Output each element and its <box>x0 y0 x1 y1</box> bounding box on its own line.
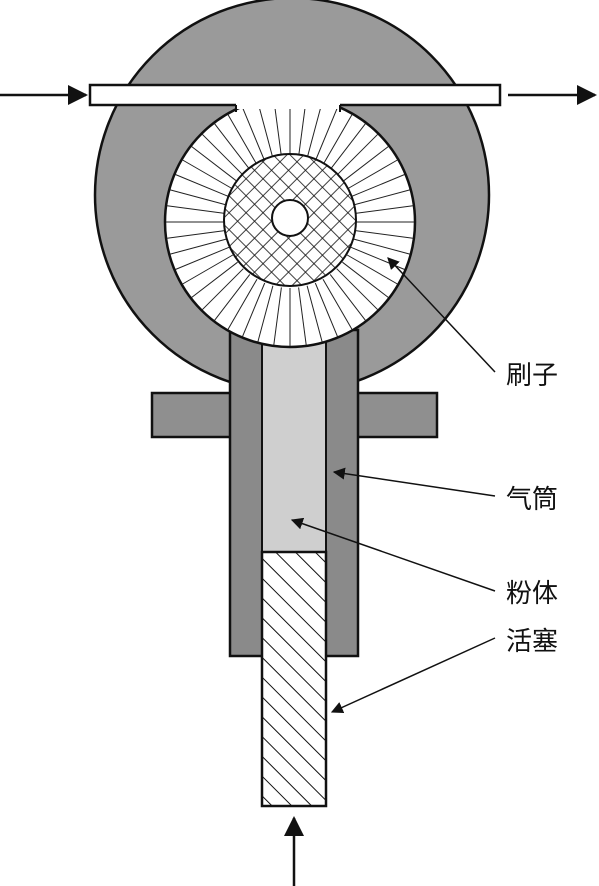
bristle <box>201 133 244 176</box>
label-cylinder: 气筒 <box>506 485 558 515</box>
brush-bristles <box>166 98 414 346</box>
bristle <box>329 123 366 170</box>
leader-piston <box>330 637 496 713</box>
bristle <box>355 205 413 214</box>
powder-column <box>261 329 327 553</box>
bristle <box>322 114 353 166</box>
label-piston: 活塞 <box>506 627 558 657</box>
label-powder: 粉体 <box>506 579 558 609</box>
bristle <box>329 274 366 321</box>
bristle <box>342 146 389 183</box>
bristle <box>242 107 266 162</box>
bristle <box>227 114 258 166</box>
bristle <box>322 278 353 330</box>
bristle <box>182 254 234 285</box>
bristle <box>342 261 389 298</box>
bristle <box>170 189 227 206</box>
bristle <box>214 274 251 321</box>
bristle <box>167 205 225 214</box>
bristle <box>257 102 274 159</box>
bristle <box>167 230 225 239</box>
bristle <box>314 282 338 337</box>
bristle <box>273 287 282 345</box>
bristle <box>346 254 398 285</box>
bristle <box>346 159 398 190</box>
bristle <box>191 146 238 183</box>
bristle <box>298 287 307 345</box>
bristle <box>353 189 410 206</box>
gas-tube <box>88 83 502 107</box>
bristle <box>353 238 410 255</box>
bristle <box>355 230 413 239</box>
bristle <box>336 268 379 311</box>
bristle <box>175 246 230 270</box>
piston <box>260 550 328 808</box>
bristle <box>306 102 323 159</box>
bristle <box>175 174 230 198</box>
bristle <box>201 268 244 311</box>
brush-shaft <box>271 199 309 237</box>
bristle <box>350 174 405 198</box>
bristle <box>214 123 251 170</box>
bristle <box>257 285 274 342</box>
bristle <box>182 159 234 190</box>
bristle <box>314 107 338 162</box>
tube-slot <box>236 103 340 109</box>
brush-wheel <box>163 95 417 349</box>
bristle <box>191 261 238 298</box>
bristle <box>227 278 258 330</box>
label-brush: 刷子 <box>506 361 558 391</box>
bristle <box>170 238 227 255</box>
bristle <box>306 285 323 342</box>
bristle <box>242 282 266 337</box>
leader-powder <box>290 517 496 592</box>
leader-brush <box>387 257 496 373</box>
leader-cylinder <box>332 467 496 497</box>
bristle <box>336 133 379 176</box>
